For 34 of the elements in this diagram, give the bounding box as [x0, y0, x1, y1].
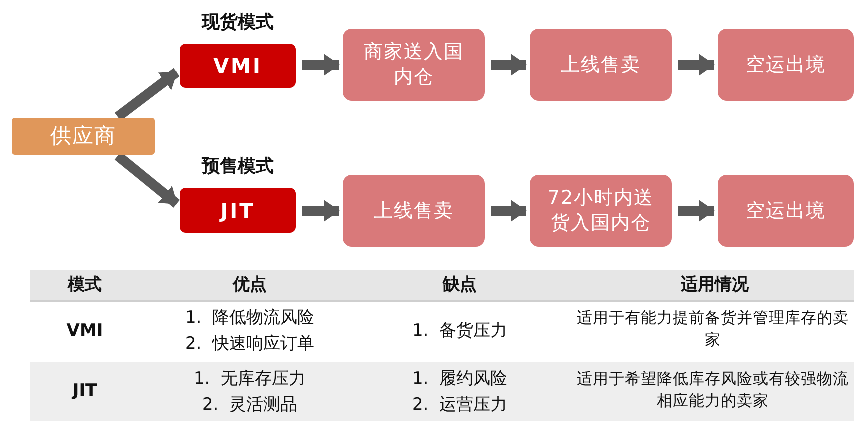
arrow — [114, 152, 180, 208]
process-box: 空运出境 — [718, 175, 854, 247]
description-text: 适用于希望降低库存风险或有较强物流相应能力的卖家 — [577, 369, 849, 412]
header-text: 模式 — [66, 274, 103, 296]
supplier-box: 供应商 — [12, 118, 155, 155]
mode-heading: 现货模式 — [200, 12, 275, 34]
mode-label: JIT — [70, 380, 98, 402]
list-item: 1. 履约风险 — [411, 368, 509, 390]
list-item: 1. 无库存压力 — [192, 368, 308, 390]
header-text: 优点 — [232, 274, 268, 296]
arrow — [678, 200, 715, 222]
arrow — [302, 54, 340, 76]
list-item: 1. 降低物流风险 — [184, 307, 316, 329]
list-item: 2. 灵活测品 — [201, 394, 299, 416]
process-box: 商家送入国内仓 — [343, 29, 485, 101]
list-item: 1. 备货压力 — [411, 320, 509, 342]
header-text: 缺点 — [442, 274, 478, 296]
mode-box: JIT — [180, 188, 296, 233]
arrow — [678, 54, 715, 76]
mode-box: VMI — [180, 44, 296, 88]
list-item: 2. 运营压力 — [411, 394, 509, 416]
arrow — [114, 68, 180, 121]
header-text: 适用情况 — [680, 274, 750, 296]
process-box: 上线售卖 — [343, 175, 485, 247]
process-box: 空运出境 — [718, 29, 854, 101]
mode-label: VMI — [66, 320, 104, 342]
description-text: 适用于有能力提前备货并管理库存的卖家 — [577, 308, 849, 351]
arrow — [302, 200, 340, 222]
process-box: 72小时内送货入国内仓 — [530, 175, 672, 247]
list-item: 2. 快速响应订单 — [184, 333, 316, 355]
arrow — [491, 200, 527, 222]
arrow — [491, 54, 527, 76]
process-box: 上线售卖 — [530, 29, 672, 101]
mode-heading: 预售模式 — [200, 156, 275, 178]
